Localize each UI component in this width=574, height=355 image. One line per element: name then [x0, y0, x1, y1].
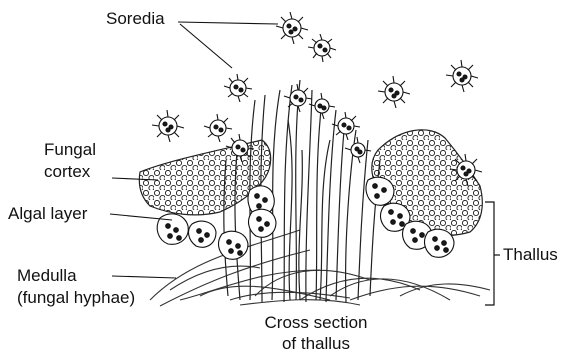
soredium: [224, 74, 252, 102]
thallus-label: Thallus: [503, 245, 558, 265]
soredium: [276, 12, 308, 44]
medulla-leader: [112, 276, 176, 278]
soredium: [332, 112, 360, 140]
soredium: [309, 93, 335, 119]
algal-layer-label: Algal layer: [8, 204, 87, 224]
soredium: [308, 34, 336, 62]
medulla-label-line1: Medulla: [17, 266, 77, 286]
soredium: [152, 110, 184, 142]
soredium: [446, 60, 478, 92]
caption-line2: of thallus: [246, 334, 386, 354]
soredium: [378, 76, 410, 108]
soredia-label: Soredia: [106, 9, 165, 29]
soredium: [204, 114, 232, 142]
fungal-cortex-label-line2: cortex: [44, 162, 90, 182]
soredium: [345, 137, 371, 163]
fungal-cortex-label-line1: Fungal: [44, 140, 96, 160]
caption-line1: Cross section: [246, 313, 386, 333]
medulla-label-line2: (fungal hyphae): [17, 288, 135, 308]
soredia-leader-1: [178, 22, 278, 24]
soredia-leader-2: [180, 24, 232, 68]
